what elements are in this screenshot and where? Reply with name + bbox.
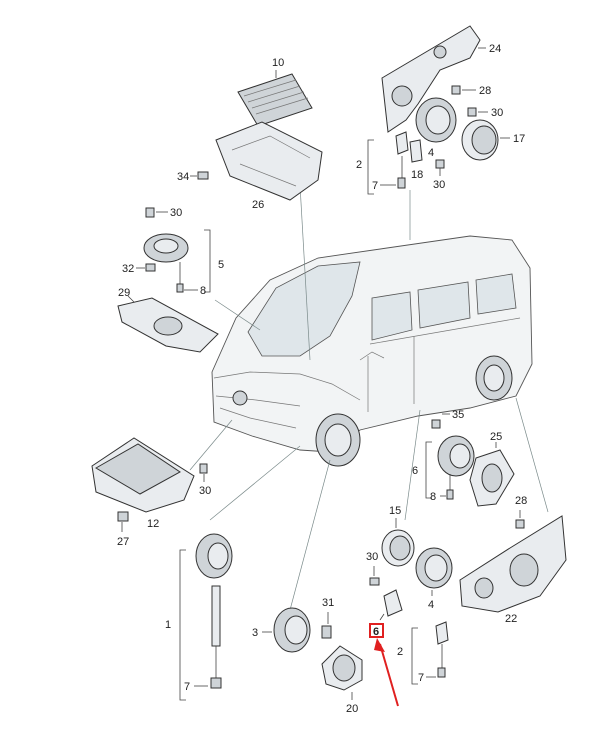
- label-34: 34: [177, 171, 189, 183]
- label-32: 32: [122, 263, 134, 275]
- part-24-speaker-panel: 24: [381, 25, 501, 133]
- part-6-bracket-highlighted: 6: [369, 589, 403, 707]
- part-17-trim-ring: 17: [461, 119, 525, 161]
- red-arrow-shaft: [379, 643, 399, 707]
- label-22: 22: [505, 613, 517, 625]
- part-15-trim-ring: 15: [381, 505, 415, 567]
- label-31: 31: [322, 597, 334, 609]
- label-29: 29: [118, 287, 130, 299]
- part-35-screw: 35: [431, 409, 464, 429]
- label-27: 27: [117, 536, 129, 548]
- part-6-speaker-mid: 6: [412, 435, 475, 499]
- part-8-wire-left: 8: [176, 262, 206, 297]
- label-26: 26: [252, 199, 264, 211]
- label-12: 12: [147, 518, 159, 530]
- van-illustration: [211, 235, 533, 467]
- label-10: 10: [272, 57, 284, 69]
- label-2-bottom: 2: [397, 646, 403, 658]
- part-2-tweeter-bottom: 2 7: [397, 621, 449, 685]
- red-arrow-head-icon: [374, 638, 385, 652]
- label-35: 35: [452, 409, 464, 421]
- label-18: 18: [411, 169, 423, 181]
- label-28-bottom: 28: [515, 495, 527, 507]
- label-3: 3: [252, 627, 258, 639]
- part-26-mounting-bracket: 26: [215, 121, 323, 211]
- part-28-screw-top: 28: [451, 85, 491, 97]
- part-34-screw: 34: [177, 171, 209, 183]
- label-30-bottom: 30: [366, 551, 378, 563]
- label-7-bottom-right: 7: [418, 672, 424, 684]
- part-12-control-unit: 12: [91, 437, 195, 530]
- label-6-highlighted: 6: [373, 626, 379, 638]
- label-8-left: 8: [200, 285, 206, 297]
- label-20: 20: [346, 703, 358, 715]
- label-30-left: 30: [170, 207, 182, 219]
- label-4-top: 4: [428, 147, 434, 159]
- part-3-speaker-cover: 3: [252, 607, 311, 653]
- label-28-top: 28: [479, 85, 491, 97]
- part-8-wire-mid: 8: [430, 474, 454, 503]
- part-30-screw-left: 30: [145, 207, 182, 219]
- label-4-bottom: 4: [428, 599, 434, 611]
- label-30-top: 30: [491, 107, 503, 119]
- part-20-trim-ring: 20: [321, 645, 363, 715]
- part-18-bracket: 18: [409, 139, 423, 181]
- label-30-top-b: 30: [433, 179, 445, 191]
- part-4-speaker-bottom: 4: [415, 547, 453, 611]
- part-32-clip: 32: [122, 263, 156, 275]
- part-22-speaker-panel: 22: [459, 515, 567, 625]
- part-30-screw-mid: 30: [199, 463, 211, 497]
- label-17: 17: [513, 133, 525, 145]
- label-7-top: 7: [372, 180, 378, 192]
- part-5-speaker-left: 5: [143, 229, 224, 293]
- label-24: 24: [489, 43, 501, 55]
- label-8-mid: 8: [430, 491, 436, 503]
- label-25: 25: [490, 431, 502, 443]
- label-30-mid: 30: [199, 485, 211, 497]
- part-4-speaker-top: 4: [415, 97, 457, 159]
- guide-lines: [189, 184, 549, 611]
- part-29-mounting-plate: 29: [117, 287, 219, 353]
- part-30-screw-bottom: 30: [366, 551, 380, 586]
- part-30-screw-top-b: 30: [433, 159, 445, 191]
- part-30-screw-top: 30: [467, 107, 503, 119]
- part-31-screw: 31: [321, 597, 334, 639]
- label-5: 5: [218, 259, 224, 271]
- part-28-screw-bottom: 28: [515, 495, 527, 529]
- label-1: 1: [165, 619, 171, 631]
- label-2-top: 2: [356, 159, 362, 171]
- highlight-box: [369, 623, 384, 638]
- part-27-nut: 27: [117, 511, 129, 548]
- part-10-amplifier: 10: [237, 57, 313, 127]
- label-15: 15: [389, 505, 401, 517]
- part-25-adapter-ring: 25: [469, 431, 515, 507]
- part-1-door-speaker-assembly: 1 7: [165, 533, 233, 701]
- part-2-tweeter-top: 2 7: [356, 131, 409, 195]
- label-7-bottom-left: 7: [184, 681, 190, 693]
- label-6-mid: 6: [412, 465, 418, 477]
